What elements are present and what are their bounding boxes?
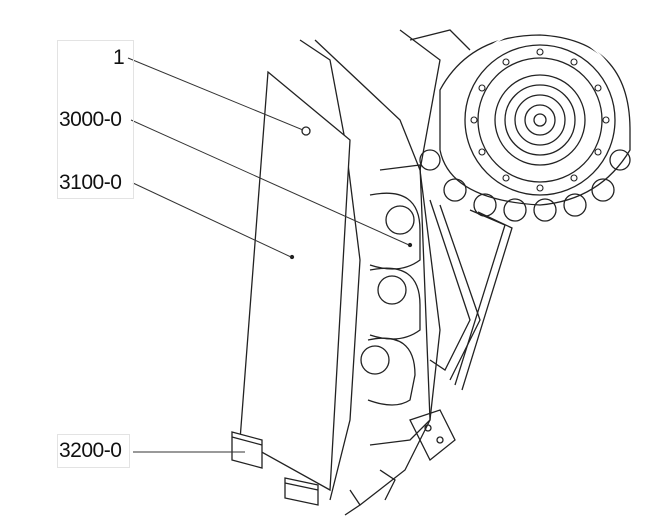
wheel-hub (419, 29, 631, 222)
callout-3200-0: 3200-0 (59, 439, 122, 462)
callout-3000-0: 3000-0 (59, 108, 122, 131)
cover-plate (239, 70, 413, 492)
callout-3200-0-box (57, 434, 130, 468)
foot-brackets (231, 431, 319, 506)
callout-3100-0: 3100-0 (59, 171, 122, 194)
frame-bosses (360, 192, 421, 406)
leader-line-3000-0 (130, 119, 410, 246)
frame-arm (299, 29, 513, 516)
leader-line-3100-0 (132, 182, 292, 258)
leader-line-1 (127, 57, 304, 131)
callout-group-box (57, 40, 134, 199)
leader-lines (127, 57, 410, 453)
callout-1: 1 (113, 46, 125, 69)
